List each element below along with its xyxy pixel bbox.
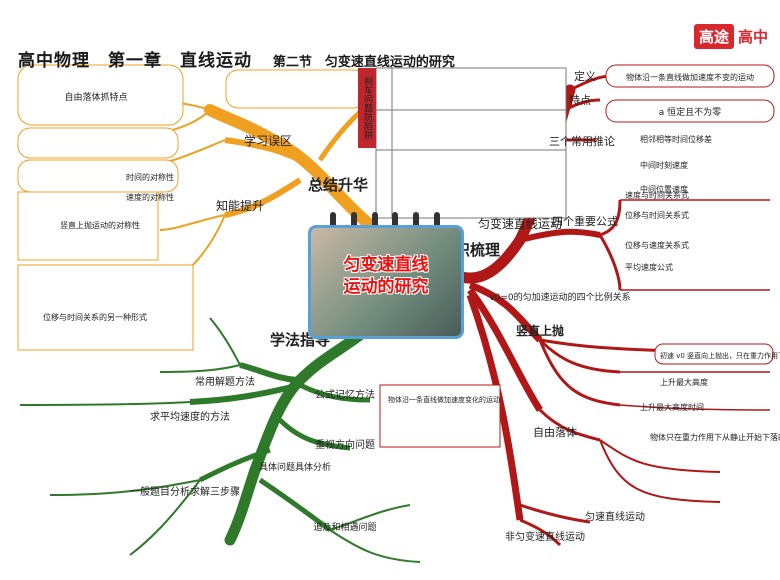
text-f4: 平均速度公式 <box>625 262 673 272</box>
page-title: 高中物理 第一章 直线运动 第二节 匀变速直线运动的研究 <box>18 46 455 71</box>
text-up-def: 初速 v0 竖直向上抛出，只在重力作用下的运动 <box>660 351 780 360</box>
node-four-formulas: 四个重要公式 <box>552 214 618 228</box>
node-ratio: v0=0的匀加速运动的四个比例关系 <box>489 291 630 303</box>
calendar-rings <box>330 212 440 228</box>
node-nonuniform: 非匀变速直线运动 <box>505 530 585 543</box>
node-catchup: 追及和相遇问题 <box>313 521 376 533</box>
node-formula-memory: 公式记忆方法 <box>315 388 375 401</box>
node-mistakes: 学习误区 <box>244 133 292 148</box>
text-nu-def: 物体沿一条直线做加速度变化的运动 <box>388 395 500 404</box>
node-three-steps: 一般题目分析求解三步骤 <box>130 485 240 498</box>
node-feature: 特点 <box>569 93 591 107</box>
node-uniform: 匀速直线运动 <box>585 510 645 523</box>
node-def: 定义 <box>574 69 596 83</box>
node-specific: 具体问题具体分析 <box>259 461 331 473</box>
center-line2: 运动的研究 <box>343 277 429 297</box>
title-section: 第二节 匀变速直线运动的研究 <box>272 55 455 70</box>
node-speed-symmetry: 速度的对称性 <box>126 192 174 202</box>
text-inf2: 中间时刻速度 <box>640 160 688 170</box>
node-time-symmetry: 时间的对称性 <box>126 172 174 182</box>
node-free-fall-r: 自由落体 <box>533 425 577 439</box>
node-avg-speed: 求平均速度的方法 <box>150 410 230 423</box>
node-methods: 常用解题方法 <box>195 375 255 388</box>
node-vertical-up: 竖直上抛 <box>516 323 564 338</box>
node-brake-trap: 刹车问题防陷阱 <box>362 76 373 140</box>
node-displacement-form: 位移与时间关系的另一种形式 <box>43 312 147 322</box>
title-main: 高中物理 第一章 直线运动 <box>18 51 252 71</box>
branch-summary-label: 总结升华 <box>308 176 368 194</box>
text-inf1: 相邻相等时间位移差 <box>640 134 712 144</box>
text-inf3: 中间位置速度 <box>640 184 688 194</box>
center-image <box>311 228 461 336</box>
text-up-time: 上升最大高度时间 <box>640 402 704 412</box>
text-feature: a 恒定且不为零 <box>659 106 721 118</box>
text-up-feat: 上升最大高度 <box>660 377 708 387</box>
branch-summary <box>204 104 376 231</box>
center-title: 匀变速直线 运动的研究 <box>311 254 461 298</box>
text-ff-def: 物体只在重力作用下从静止开始下落的运动 <box>650 432 780 442</box>
node-ability: 知能提升 <box>216 198 264 213</box>
text-f3: 位移与速度关系式 <box>625 240 689 250</box>
logo-text: 高中 <box>737 28 768 46</box>
text-f2: 位移与时间关系式 <box>625 210 689 220</box>
text-f1: 速度与时间关系式 <box>625 190 689 200</box>
node-uniform-accel: 匀变速直线运动 <box>478 216 562 231</box>
node-direction: 重视方向问题 <box>315 438 375 451</box>
center-line1: 匀变速直线 <box>343 255 429 275</box>
node-free-fall: 自由落体抓特点 <box>64 91 127 103</box>
branch-method <box>224 329 366 546</box>
node-three-inferences: 三个常用推论 <box>549 134 615 148</box>
brake-table <box>375 67 567 219</box>
brand-logo: 高途 高中 <box>693 24 768 49</box>
logo-box: 高途 <box>693 24 734 49</box>
text-def: 物体沿一条直线做加速度不变的运动 <box>626 72 754 82</box>
node-vertical-symmetry: 竖直上抛运动的对称性 <box>60 220 140 230</box>
center-topic: 匀变速直线 运动的研究 <box>308 225 464 339</box>
